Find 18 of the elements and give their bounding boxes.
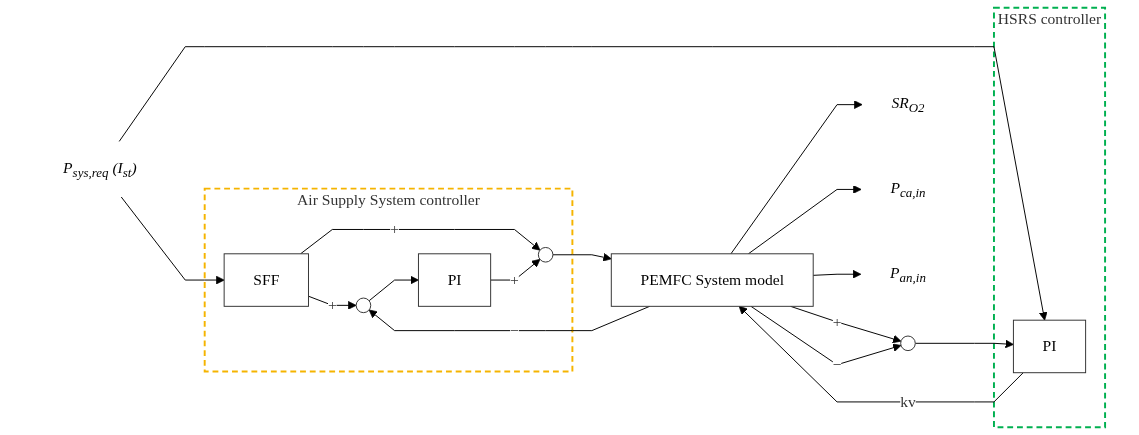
node-box: SFF [223,253,309,307]
node-circle [900,335,916,352]
node-text: P$_{sys,req}$ (I$_{st}$) [63,158,137,180]
node-box: PEMFC System model [610,253,814,307]
node-circle [355,297,372,314]
edge-label: + [327,296,337,314]
node-text: P$_{ca,in}$ [890,179,926,200]
node-text: P$_{an,in}$ [890,263,926,285]
edge-label: − [510,321,519,339]
edge-label: + [832,313,842,330]
edge-label: − [832,355,842,373]
edge-label: + [510,271,519,288]
node-box: PI [417,253,492,307]
node-circle [537,247,554,263]
edge-label: + [390,220,399,238]
node-text: SR$_{O2}$ [891,94,925,115]
node-box: PI [1012,319,1087,374]
edge-label: kv [900,393,916,410]
